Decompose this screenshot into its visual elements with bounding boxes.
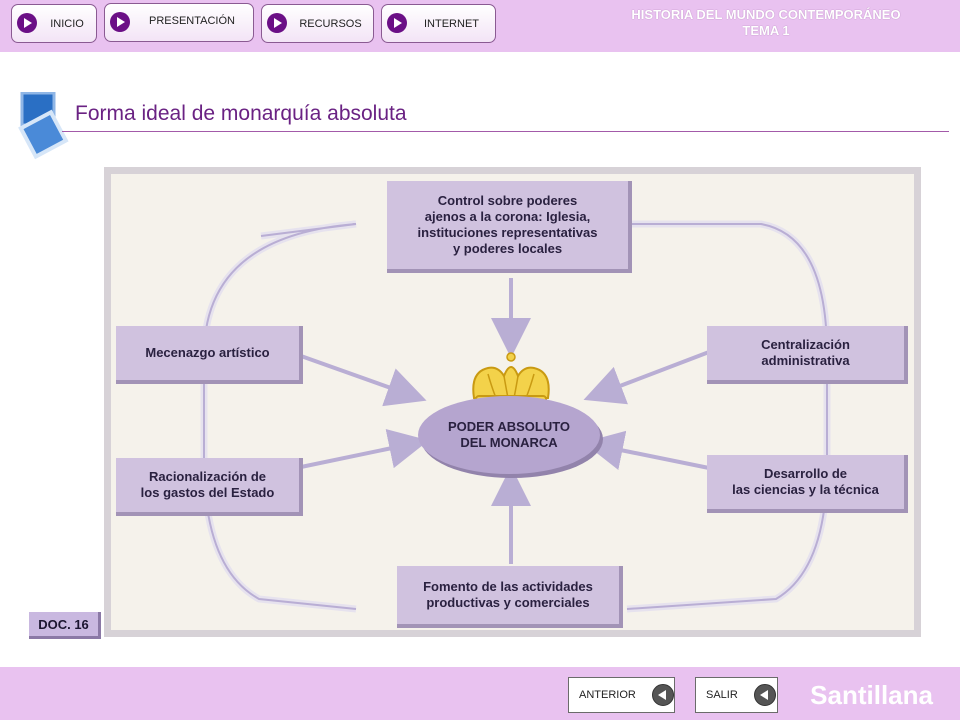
arrow-right-bottom	[583, 430, 710, 470]
diagram-canvas: Control sobre poderes ajenos a la corona…	[111, 174, 914, 630]
title-divider	[62, 131, 949, 132]
nav-presentacion-button[interactable]: PRESENTACIÓN	[104, 3, 254, 42]
nav-recursos-label: RECURSOS	[299, 18, 362, 30]
bottom-bar	[0, 667, 960, 720]
node-control-poderes: Control sobre poderes ajenos a la corona…	[387, 181, 632, 273]
node-desarrollo-ciencias: Desarrollo de las ciencias y la técnica	[707, 455, 908, 513]
back-icon	[652, 684, 674, 706]
play-icon	[267, 13, 287, 33]
node-text-line: ajenos a la corona: Iglesia,	[424, 209, 591, 224]
slide-decoration-icon	[18, 92, 69, 160]
arrow-left-top	[300, 354, 427, 407]
brand-logo: Santillana	[810, 680, 933, 710]
anterior-button[interactable]: ANTERIOR	[568, 677, 675, 713]
course-topic: TEMA 1	[742, 23, 790, 38]
node-racionalizacion: Racionalización de los gastos del Estado	[116, 458, 303, 516]
course-title: HISTORIA DEL MUNDO CONTEMPORÁNEO	[631, 7, 901, 22]
node-fomento-actividades: Fomento de las actividades productivas y…	[397, 566, 623, 628]
course-header: HISTORIA DEL MUNDO CONTEMPORÁNEO TEMA 1	[586, 7, 946, 39]
loop-left	[200, 220, 357, 613]
node-text-line: Centralización	[761, 337, 850, 352]
node-text-line: DEL MONARCA	[460, 435, 558, 450]
salir-button[interactable]: SALIR	[695, 677, 778, 713]
loop-right	[626, 220, 831, 613]
node-text-line: administrativa	[761, 353, 850, 368]
node-text-line: Desarrollo de	[763, 466, 848, 481]
node-poder-absoluto: PODER ABSOLUTO DEL MONARCA	[418, 396, 600, 474]
node-text-line: los gastos del Estado	[140, 485, 275, 500]
node-text-line: las ciencias y la técnica	[732, 482, 879, 497]
nav-internet-label: INTERNET	[424, 18, 479, 30]
document-number-badge: DOC. 16	[29, 612, 101, 639]
arrow-right-top	[583, 350, 710, 405]
node-text-line: y poderes locales	[452, 241, 563, 256]
node-text-line: instituciones representativas	[417, 225, 598, 240]
back-icon	[754, 684, 776, 706]
node-text-line: PODER ABSOLUTO	[447, 419, 571, 434]
play-icon	[110, 12, 130, 32]
node-text-line: Racionalización de	[148, 469, 267, 484]
nav-internet-button[interactable]: INTERNET	[381, 4, 496, 43]
node-centralizacion: Centralización administrativa	[707, 326, 908, 384]
nav-presentacion-label: PRESENTACIÓN	[149, 15, 235, 27]
salir-label: SALIR	[706, 689, 738, 701]
node-text-line: Fomento de las actividades	[423, 579, 593, 594]
arrow-left-bottom	[300, 428, 429, 469]
loop-right-line	[626, 223, 828, 610]
anterior-label: ANTERIOR	[579, 689, 636, 701]
node-text-line: Mecenazgo artístico	[145, 345, 270, 360]
slide-title: Forma ideal de monarquía absoluta	[75, 102, 407, 125]
nav-recursos-button[interactable]: RECURSOS	[261, 4, 374, 43]
node-mecenazgo: Mecenazgo artístico	[116, 326, 303, 384]
play-icon	[387, 13, 407, 33]
node-text-line: Control sobre poderes	[437, 193, 578, 208]
nav-inicio-button[interactable]: INICIO	[11, 4, 97, 43]
diagram-frame: Control sobre poderes ajenos a la corona…	[104, 167, 921, 637]
node-text-line: productivas y comerciales	[426, 595, 590, 610]
nav-inicio-label: INICIO	[50, 18, 84, 30]
play-icon	[17, 13, 37, 33]
